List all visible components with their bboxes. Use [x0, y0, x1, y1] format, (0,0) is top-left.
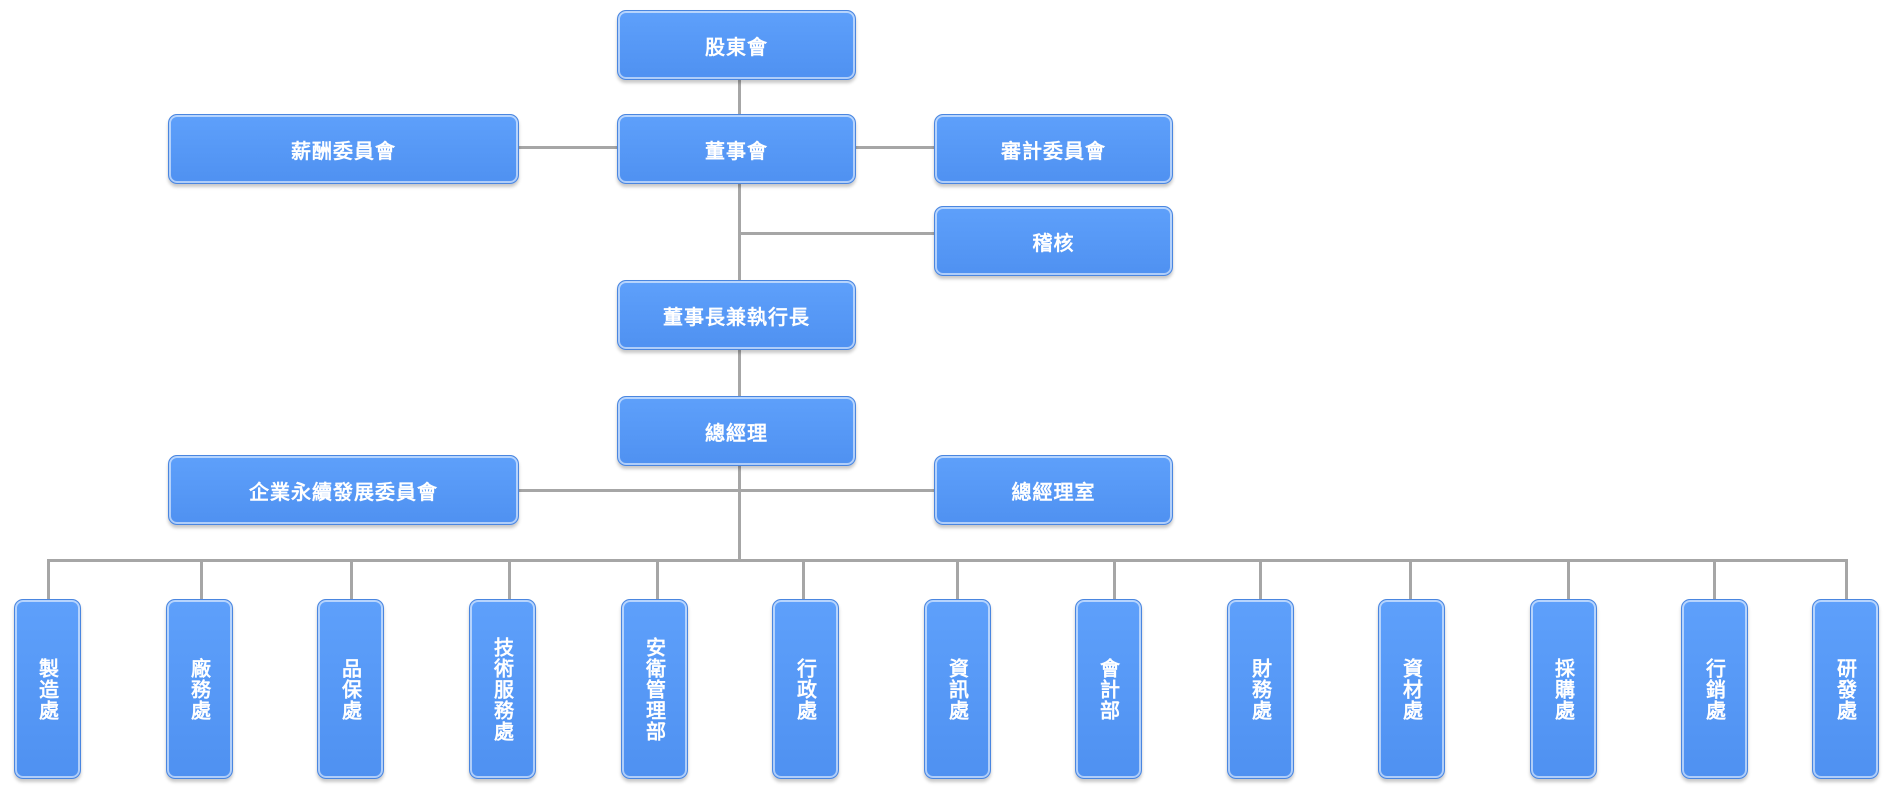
department-box: 製造處 [14, 599, 81, 779]
connector-board-audit [855, 146, 935, 149]
internal-audit-box: 稽核 [934, 206, 1173, 276]
department-box: 品保處 [317, 599, 384, 779]
connector-dept-drop [350, 559, 353, 600]
connector-dept-drop [802, 559, 805, 600]
department-box: 採購處 [1530, 599, 1597, 779]
connector-shareholders-board [738, 80, 741, 116]
department-box: 廠務處 [166, 599, 233, 779]
connector-dept-drop [1845, 559, 1848, 600]
connector-dept-drop [47, 559, 50, 600]
sustainability-committee-box: 企業永續發展委員會 [168, 455, 519, 525]
general-manager-box: 總經理 [617, 396, 856, 466]
department-box: 會計部 [1075, 599, 1142, 779]
connector-gm-office [738, 489, 935, 492]
department-box: 行銷處 [1681, 599, 1748, 779]
connector-chairman-gm [738, 350, 741, 398]
connector-dept-drop [1409, 559, 1412, 600]
department-box: 研發處 [1812, 599, 1879, 779]
connector-departments-bus [47, 559, 1848, 562]
connector-dept-drop [200, 559, 203, 600]
department-box: 行政處 [772, 599, 839, 779]
connector-dept-drop [956, 559, 959, 600]
audit-committee-box: 審計委員會 [934, 114, 1173, 184]
department-box: 安衛管理部 [621, 599, 688, 779]
department-box: 財務處 [1227, 599, 1294, 779]
compensation-committee-box: 薪酬委員會 [168, 114, 519, 184]
connector-gm-sustainability [518, 489, 738, 492]
connector-dept-drop [1713, 559, 1716, 600]
connector-gm-departments [738, 466, 741, 562]
gm-office-box: 總經理室 [934, 455, 1173, 525]
connector-trunk-internal-audit [738, 232, 935, 235]
shareholders-box: 股東會 [617, 10, 856, 80]
connector-dept-drop [656, 559, 659, 600]
connector-dept-drop [1259, 559, 1262, 600]
connector-dept-drop [1113, 559, 1116, 600]
connector-board-compensation [518, 146, 618, 149]
chairman-ceo-box: 董事長兼執行長 [617, 280, 856, 350]
board-box: 董事會 [617, 114, 856, 184]
department-box: 技術服務處 [469, 599, 536, 779]
connector-dept-drop [1567, 559, 1570, 600]
department-box: 資訊處 [924, 599, 991, 779]
connector-dept-drop [508, 559, 511, 600]
department-box: 資材處 [1378, 599, 1445, 779]
